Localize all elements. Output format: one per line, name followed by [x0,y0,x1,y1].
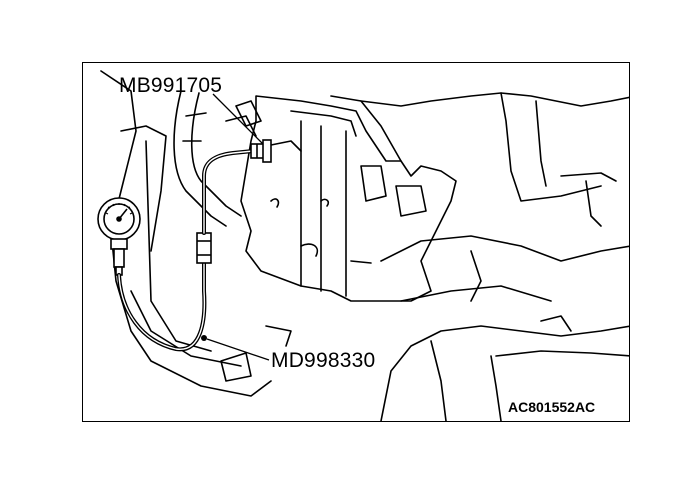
upper-right-structure [330,92,629,107]
leader-lines [206,93,270,361]
hose-connector [196,232,212,264]
left-body-panel [100,70,272,397]
label-tool-md998330: MD998330 [271,349,376,372]
label-tool-mb991705: MB991705 [119,74,223,97]
figure-frame [82,62,630,422]
gauge-ticks [105,203,133,215]
lower-right-panel [380,235,629,262]
engine-illustration [97,70,629,421]
hose-junction [201,335,207,341]
figure-reference-code: AC801552AC [508,399,596,415]
adapter-mb991705 [250,139,272,163]
bottom-body-panel [380,325,629,421]
intake-hose [173,90,227,227]
hose-md998330 [117,261,207,352]
pressure-gauge [97,197,141,276]
engine-block [240,95,457,302]
